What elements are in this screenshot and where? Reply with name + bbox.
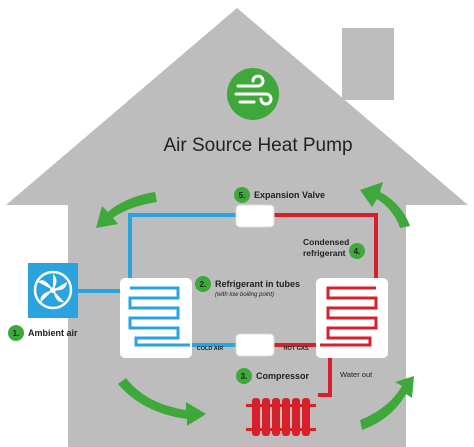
water-out-label: Water out xyxy=(340,370,373,379)
step-1: 1. Ambient air xyxy=(8,325,78,341)
wind-icon xyxy=(227,68,279,120)
hot-gas-tag: HOT GAS xyxy=(283,346,308,352)
step-5-label: Expansion Valve xyxy=(254,190,325,200)
step-3-number: 3. xyxy=(241,372,248,381)
step-3-label: Compressor xyxy=(256,371,310,381)
arrow-top-left xyxy=(96,192,157,228)
condenser-coil xyxy=(316,278,388,358)
compressor xyxy=(235,333,275,357)
arrow-top-right xyxy=(360,182,410,228)
step-4-number: 4. xyxy=(354,247,361,256)
refrigerant-loop xyxy=(78,213,378,397)
cold-air-tag: COLD AIR xyxy=(197,346,223,352)
arrow-bottom-left xyxy=(118,378,206,426)
step-2: 2. Refrigerant in tubes (with low boilin… xyxy=(195,276,300,298)
arrow-bottom-right xyxy=(360,376,414,430)
step-4: Condensed refrigerant 4. xyxy=(303,237,365,259)
step-1-number: 1. xyxy=(13,329,20,338)
cold-tube-top xyxy=(128,213,238,286)
step-5-number: 5. xyxy=(239,191,246,200)
step-4-label-line1: Condensed xyxy=(303,237,349,247)
step-3: 3. Compressor xyxy=(236,368,310,384)
step-1-label: Ambient air xyxy=(28,328,78,338)
evaporator-coil xyxy=(120,278,192,358)
step-2-number: 2. xyxy=(200,280,207,289)
step-2-label: Refrigerant in tubes xyxy=(215,279,300,289)
page-title: Air Source Heat Pump xyxy=(163,135,352,156)
step-4-label-line2: refrigerant xyxy=(303,248,346,258)
water-pipe xyxy=(318,358,332,397)
radiator-icon xyxy=(246,398,316,436)
expansion-valve xyxy=(235,204,275,228)
hot-tube-top xyxy=(272,213,378,286)
cycle-arrows xyxy=(96,182,414,430)
step-2-note: (with low boiling point) xyxy=(215,292,274,298)
step-5: 5. Expansion Valve xyxy=(234,187,325,203)
chimney xyxy=(342,28,394,100)
fan-icon xyxy=(28,263,78,318)
